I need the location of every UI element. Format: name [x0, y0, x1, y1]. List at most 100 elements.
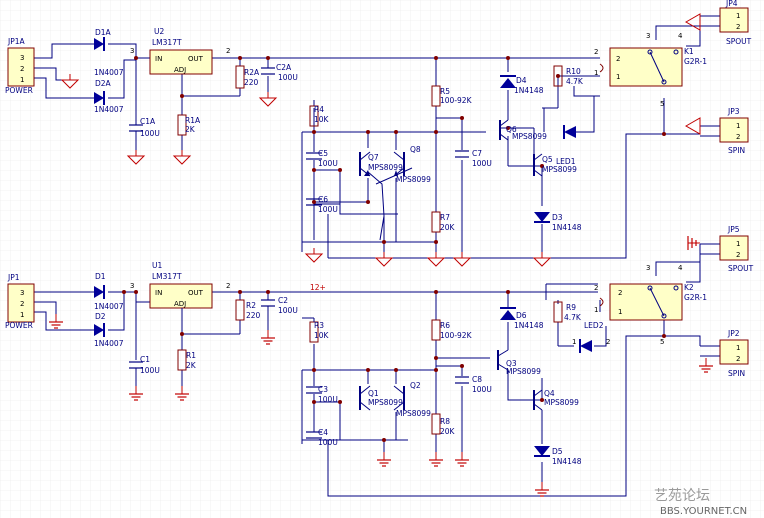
svg-text:Q3: Q3	[506, 359, 517, 368]
svg-text:R9: R9	[566, 303, 576, 312]
svg-text:JP1: JP1	[7, 273, 20, 282]
resistor-r2a: R2A 220	[235, 65, 260, 89]
capacitor-c2a: C2A 100U	[261, 63, 298, 82]
svg-text:D3: D3	[552, 213, 563, 222]
svg-text:Q8: Q8	[410, 145, 421, 154]
svg-text:1: 1	[736, 344, 740, 352]
capacitor-c1: C1 100U	[129, 355, 160, 376]
bottom-circuit	[34, 243, 720, 497]
svg-text:2: 2	[594, 48, 598, 56]
svg-text:C2A: C2A	[276, 63, 292, 72]
diode-d1a: D1A 1N4007	[94, 28, 124, 77]
svg-text:100U: 100U	[472, 385, 492, 394]
resistor-r7: R7 20K	[431, 211, 456, 233]
svg-text:C5: C5	[318, 149, 328, 158]
net-label-12v: 12+	[310, 283, 326, 292]
diode-d6: D6 1N4148	[500, 307, 544, 330]
ground-symbol	[687, 236, 700, 250]
svg-text:C1: C1	[140, 355, 150, 364]
ground-symbol	[684, 117, 701, 135]
svg-text:Q1: Q1	[368, 389, 379, 398]
svg-text:LED1: LED1	[556, 157, 576, 166]
svg-text:R6: R6	[440, 321, 450, 330]
svg-text:4: 4	[678, 32, 683, 40]
svg-text:C8: C8	[472, 375, 482, 384]
svg-text:1N4148: 1N4148	[514, 321, 544, 330]
svg-text:G2R-1: G2R-1	[684, 57, 707, 66]
svg-text:C1A: C1A	[140, 117, 156, 126]
svg-text:R10: R10	[566, 67, 581, 76]
svg-text:SPOUT: SPOUT	[728, 264, 754, 273]
jp4-connector: 1 2 JP4 SPOUT	[719, 0, 752, 46]
svg-text:SPIN: SPIN	[728, 146, 745, 155]
svg-text:1: 1	[618, 308, 622, 316]
svg-text:2: 2	[20, 65, 24, 73]
capacitor-c3: C3 100U	[306, 385, 338, 404]
svg-text:1: 1	[594, 69, 598, 77]
svg-text:100U: 100U	[140, 129, 160, 138]
svg-text:K1: K1	[684, 47, 694, 56]
svg-text:C2: C2	[278, 296, 288, 305]
svg-text:MPS8099: MPS8099	[368, 163, 403, 172]
capacitor-c4: C4 100U	[306, 428, 338, 447]
svg-text:JP4: JP4	[725, 0, 738, 8]
resistor-r2: R2 220	[235, 299, 261, 321]
svg-text:JP2: JP2	[727, 329, 740, 338]
svg-text:C7: C7	[472, 149, 482, 158]
svg-text:220: 220	[246, 311, 261, 320]
svg-text:20K: 20K	[440, 427, 456, 436]
svg-text:R2: R2	[246, 301, 256, 310]
svg-text:1N4148: 1N4148	[552, 223, 582, 232]
svg-text:2: 2	[606, 338, 610, 346]
svg-text:LED2: LED2	[584, 321, 604, 330]
regulator-u2: IN OUT ADJ U2 LM317T	[149, 27, 213, 75]
svg-text:100-92K: 100-92K	[440, 96, 473, 105]
svg-text:R7: R7	[440, 213, 450, 222]
svg-text:MPS8099: MPS8099	[396, 409, 431, 418]
svg-text:1: 1	[572, 338, 576, 346]
resistor-r1: R1 2K	[177, 349, 197, 371]
svg-text:MPS8099: MPS8099	[542, 165, 577, 174]
svg-text:5: 5	[660, 100, 664, 108]
svg-text:2: 2	[594, 284, 598, 292]
svg-text:ADJ: ADJ	[174, 300, 186, 308]
svg-text:3: 3	[646, 264, 650, 272]
svg-text:Q5: Q5	[542, 155, 553, 164]
svg-text:100U: 100U	[318, 395, 338, 404]
transistor-q7: Q7 MPS8099	[359, 151, 403, 177]
svg-text:MPS8099: MPS8099	[506, 367, 541, 376]
svg-text:3: 3	[20, 289, 24, 297]
svg-text:100U: 100U	[278, 73, 298, 82]
led-led2: LED2 1 2	[572, 321, 610, 353]
svg-text:D4: D4	[516, 76, 527, 85]
svg-text:R2A: R2A	[244, 68, 260, 77]
svg-text:5: 5	[660, 338, 664, 346]
resistor-r10: R10 4.7K	[553, 65, 584, 87]
svg-text:U1: U1	[152, 261, 162, 270]
svg-text:D1A: D1A	[95, 28, 112, 37]
svg-text:Q4: Q4	[544, 389, 555, 398]
diode-d3: D3 1N4148	[534, 212, 582, 232]
svg-text:R5: R5	[440, 87, 450, 96]
svg-text:2: 2	[736, 133, 740, 141]
junction-nodes	[122, 56, 666, 442]
diode-d5: D5 1N4148	[534, 446, 582, 466]
svg-text:3: 3	[646, 32, 650, 40]
svg-text:2: 2	[736, 23, 740, 31]
svg-text:MPS8099: MPS8099	[544, 398, 579, 407]
transistor-q5: Q5 MPS8099	[533, 153, 577, 177]
svg-text:MPS8099: MPS8099	[368, 398, 403, 407]
svg-text:10K: 10K	[314, 331, 330, 340]
watermark: 艺苑论坛 BBS.YOURNET.CN	[654, 488, 747, 517]
svg-text:R8: R8	[440, 417, 450, 426]
svg-text:R4: R4	[314, 105, 324, 114]
svg-text:OUT: OUT	[188, 289, 204, 297]
svg-text:1: 1	[736, 12, 740, 20]
svg-text:R1: R1	[186, 351, 196, 360]
svg-text:JP5: JP5	[727, 225, 740, 234]
capacitor-c5: C5 100U	[306, 149, 338, 168]
svg-text:Q2: Q2	[410, 381, 421, 390]
capacitor-c1a: C1A 100U	[129, 117, 160, 140]
svg-text:2: 2	[616, 55, 620, 63]
svg-text:JP3: JP3	[727, 107, 740, 116]
